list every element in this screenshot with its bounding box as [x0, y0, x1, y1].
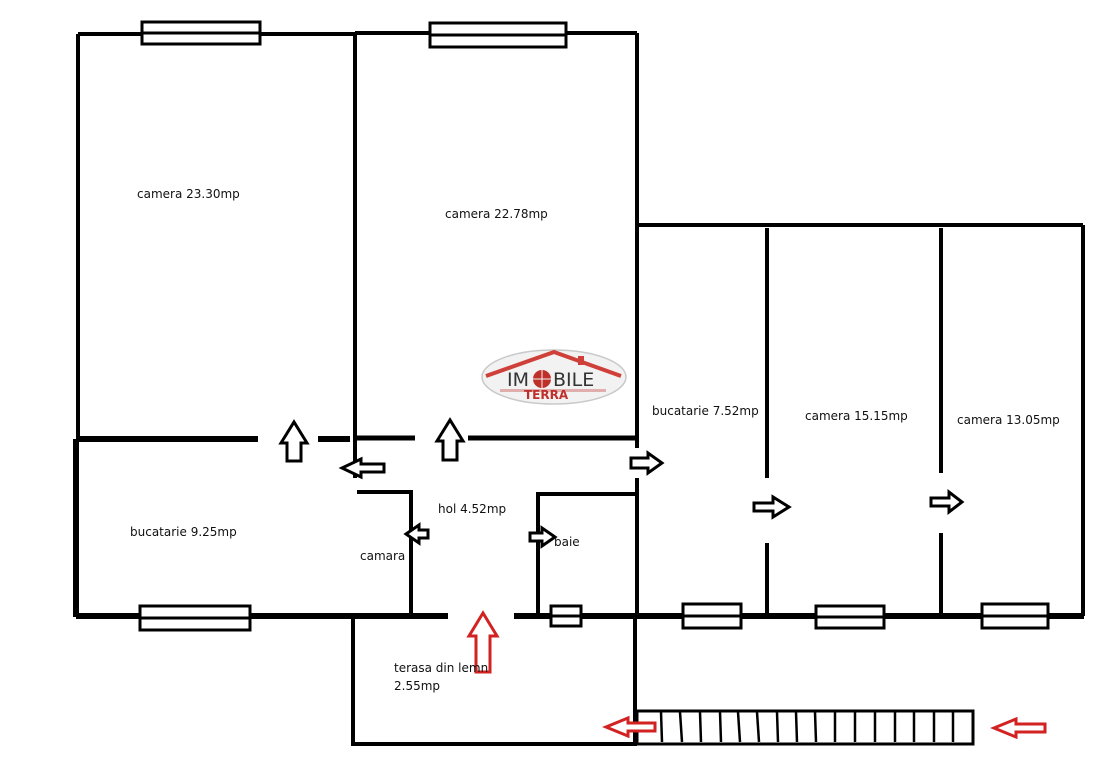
arrow-right-camera13 — [929, 488, 965, 516]
room-label-bucatarie-left: bucatarie 9.25mp — [130, 525, 237, 539]
room-label-camera-15: camera 15.15mp — [805, 409, 908, 423]
arrow-up-left — [278, 419, 310, 463]
wall-camara — [357, 490, 413, 616]
room-label-bucatarie-right: bucatarie 7.52mp — [652, 404, 759, 418]
room-label-camera-mid: camera 22.78mp — [445, 207, 548, 221]
stairs — [635, 709, 975, 746]
window-bottom-left — [138, 604, 252, 632]
logo-chimney-icon — [578, 356, 584, 365]
logo-roof-icon — [485, 350, 622, 378]
room-label-hol: hol 4.52mp — [438, 502, 507, 516]
arrow-left-hall — [338, 456, 386, 480]
logo-word-bottom: TERRA — [524, 388, 569, 402]
arrow-left-camara — [403, 522, 430, 546]
logo-word-right: BILE — [553, 369, 594, 391]
window-bucatarie-right — [681, 602, 743, 630]
window-baie — [549, 604, 583, 628]
room-label-camera-left: camera 23.30mp — [137, 187, 240, 201]
wall-terrace — [351, 616, 637, 746]
arrow-up-mid — [434, 417, 466, 462]
arrow-right-bucatarie — [629, 450, 665, 476]
room-label-terasa-line2: 2.55mp — [394, 679, 441, 693]
window-top-mid — [428, 21, 568, 49]
room-label-camera-13: camera 13.05mp — [957, 413, 1060, 427]
logo-word-left: IM — [507, 369, 529, 391]
stair-steps — [659, 711, 955, 743]
window-camera-13 — [980, 602, 1050, 630]
window-top-left — [140, 20, 262, 46]
entry-arrow-up-terrace — [466, 610, 500, 674]
windows — [138, 20, 1050, 632]
company-logo: IM BILE TERRA — [481, 349, 627, 405]
arrow-right-camera15 — [752, 494, 792, 520]
entry-arrow-left-stairs — [602, 715, 657, 739]
room-label-camara: camara — [360, 549, 406, 563]
room-label-terasa-line1: terasa din lemn — [394, 661, 489, 675]
door-arrows — [278, 417, 965, 549]
walls — [73, 31, 1085, 746]
entry-arrows — [466, 610, 1047, 740]
window-camera-15 — [814, 604, 886, 630]
arrow-right-baie — [528, 525, 558, 549]
room-label-baie: baie — [554, 535, 580, 549]
stairs-outline — [635, 709, 975, 746]
entry-arrow-left-outside — [990, 716, 1047, 740]
wall-baie — [536, 492, 637, 616]
